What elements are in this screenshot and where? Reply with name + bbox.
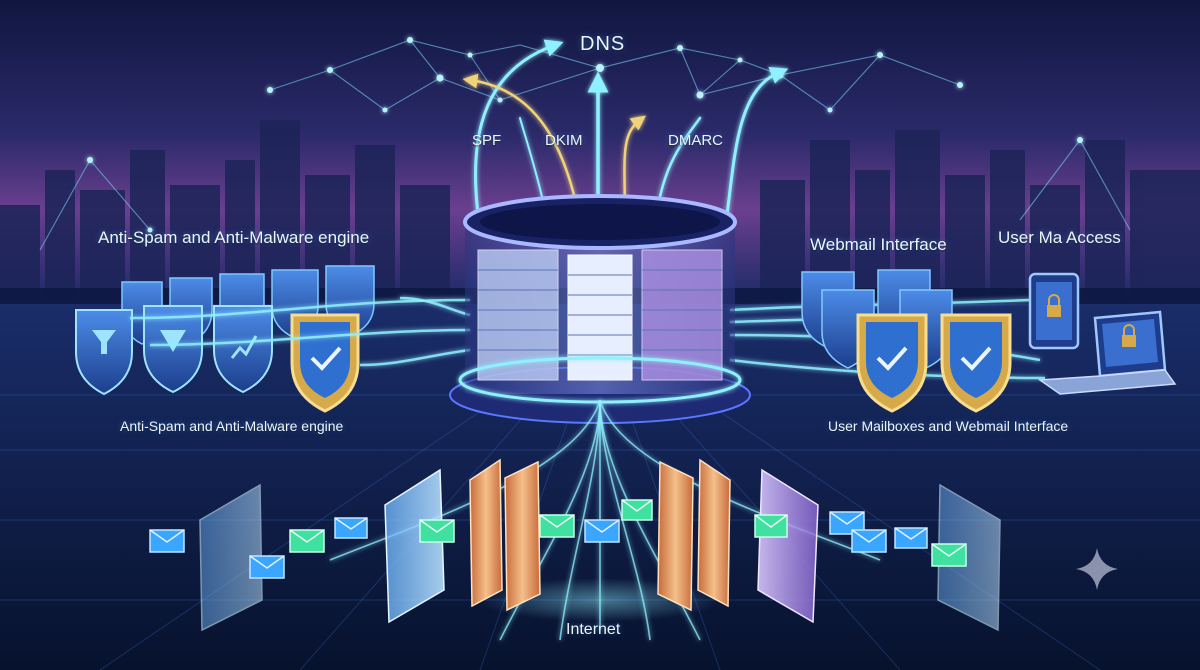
envelope-icon [289,529,325,553]
anti-spam-engine-label-top: Anti-Spam and Anti-Malware engine [98,228,370,247]
dns-arrows [462,39,789,232]
internet-label: Internet [566,621,621,638]
dmarc-label: DMARC [668,132,723,149]
gold-shield-right-1 [856,313,928,413]
envelope-icon [754,514,788,538]
envelope-icon [249,555,285,579]
filter-funnel-icon [92,330,258,359]
envelope-icon [829,511,865,535]
envelope-icon [419,519,455,543]
tablet-device [1028,272,1080,350]
user-access-label: User Ma Access [998,228,1121,247]
check-icon [876,346,908,371]
sparkle-icon [1076,548,1118,590]
envelope-icon [539,514,575,538]
left-connectors [129,296,471,367]
envelope-icon [334,517,368,539]
envelope-icon [894,527,928,549]
envelope-icon [931,543,967,567]
lock-icon [1047,305,1061,317]
lock-icon [1122,335,1136,347]
server-cylinder [449,194,751,424]
anti-spam-engine-label-bottom: Anti-Spam and Anti-Malware engine [120,418,344,434]
check-icon [960,346,992,371]
spf-label: SPF [472,132,502,149]
envelope-icons [149,499,967,579]
envelope-icon [584,519,620,543]
check-icon [310,346,342,371]
firewall-panels [199,458,1001,632]
laptop-device [1037,310,1177,395]
gold-shield-right-2 [940,313,1012,413]
envelope-icon [621,499,653,521]
dns-label: DNS [580,33,626,55]
user-mailboxes-label: User Mailboxes and Webmail Interface [828,418,1069,434]
envelope-icon [149,529,185,553]
dkim-label: DKIM [545,132,583,149]
envelope-icon [851,529,887,553]
webmail-interface-label: Webmail Interface [810,235,947,254]
gold-shield-left [290,313,360,413]
